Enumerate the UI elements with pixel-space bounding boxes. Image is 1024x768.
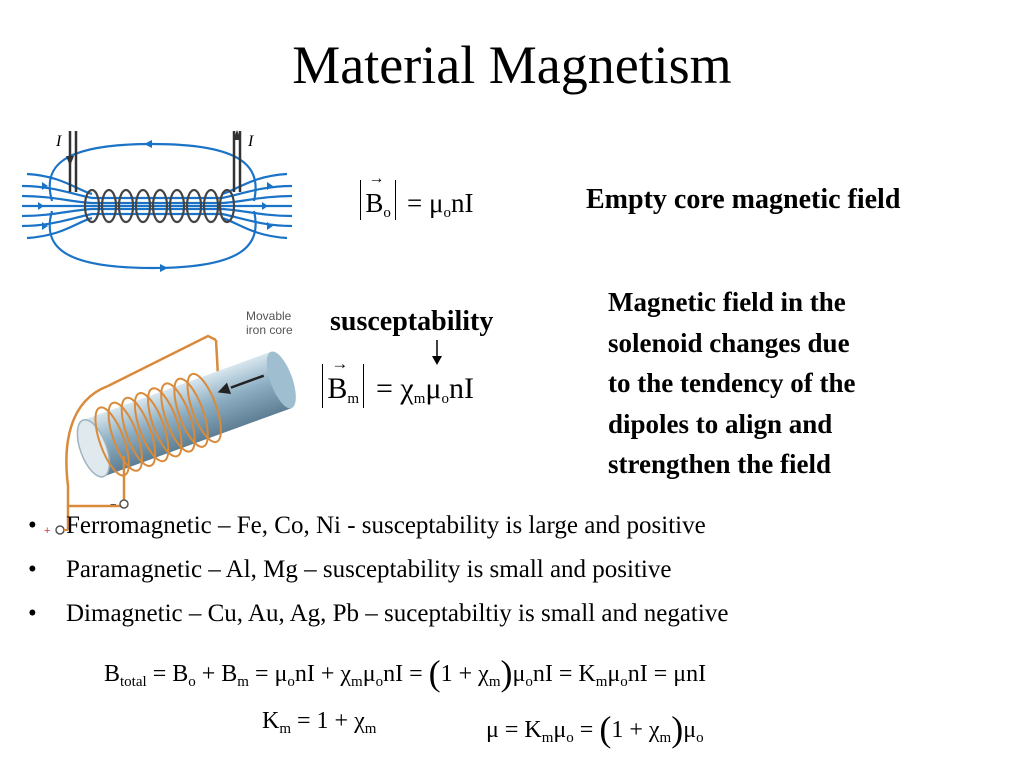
minus-label: − [110,499,116,511]
bullet-list: •Ferromagnetic – Fe, Co, Ni - susceptabi… [28,504,728,636]
equation-km: Km = 1 + χm [262,708,377,737]
equation-empty-core: →Bo = μonI [356,170,474,222]
equation-with-core: →Bm = χmμonI [318,354,474,408]
core-label-line2: iron core [246,323,293,337]
explanation-text: Magnetic field in the solenoid changes d… [608,287,856,479]
list-item: •Ferromagnetic – Fe, Co, Ni - susceptabi… [28,512,706,539]
susceptibility-arrow-icon [432,340,442,365]
list-item: •Paramagnetic – Al, Mg – susceptability … [28,556,672,583]
iron-core-solenoid-figure: + − Movable iron core [44,309,296,537]
core-label-line1: Movable [246,309,292,323]
current-label-left: I [55,133,62,150]
empty-solenoid-figure: I I [22,130,292,272]
equation-total-field: Btotal = Bo + Bm = μonI + χmμonI = (1 + … [104,653,707,693]
page-title: Material Magnetism [292,35,732,95]
plus-label: + [44,525,50,537]
equation-mu: μ = Kmμo = (1 + χm)μo [486,709,704,749]
empty-core-label: Empty core magnetic field [586,184,901,215]
current-label-right: I [247,133,254,150]
susceptibility-label: susceptability [330,306,494,337]
list-item: •Dimagnetic – Cu, Au, Ag, Pb – suceptabi… [28,600,729,627]
